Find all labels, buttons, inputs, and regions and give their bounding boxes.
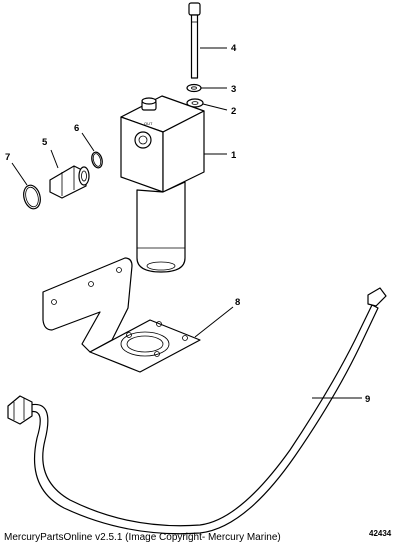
- callout-3: 3: [231, 84, 236, 95]
- lock-washer-part: [186, 83, 202, 93]
- o-ring-small-part: [91, 151, 103, 169]
- leader-lines: [11, 47, 362, 399]
- svg-text:OUT: OUT: [144, 121, 153, 126]
- callout-7: 7: [5, 152, 10, 163]
- illustration-number: 42434: [369, 529, 392, 538]
- fitting-part: [49, 165, 90, 199]
- callout-6: 6: [74, 123, 79, 134]
- callout-labels: 4 3 2 1 5 6 7 8 9: [5, 43, 370, 405]
- callout-9: 9: [365, 394, 370, 405]
- callout-1: 1: [231, 150, 237, 161]
- callout-5: 5: [42, 137, 48, 148]
- bolt-part: [188, 2, 201, 79]
- o-ring-large-part: [23, 184, 41, 210]
- flat-washer-part: [186, 98, 204, 108]
- image-caption: MercuryPartsOnline v2.5.1 (Image Copyrig…: [4, 532, 281, 543]
- hose-part: [7, 287, 387, 535]
- callout-2: 2: [231, 106, 236, 117]
- mounting-bracket-part: [42, 257, 201, 373]
- callout-4: 4: [231, 43, 237, 54]
- callout-8: 8: [235, 297, 240, 308]
- filter-canister-part: [136, 181, 186, 273]
- filter-head-part: OUT: [120, 95, 205, 193]
